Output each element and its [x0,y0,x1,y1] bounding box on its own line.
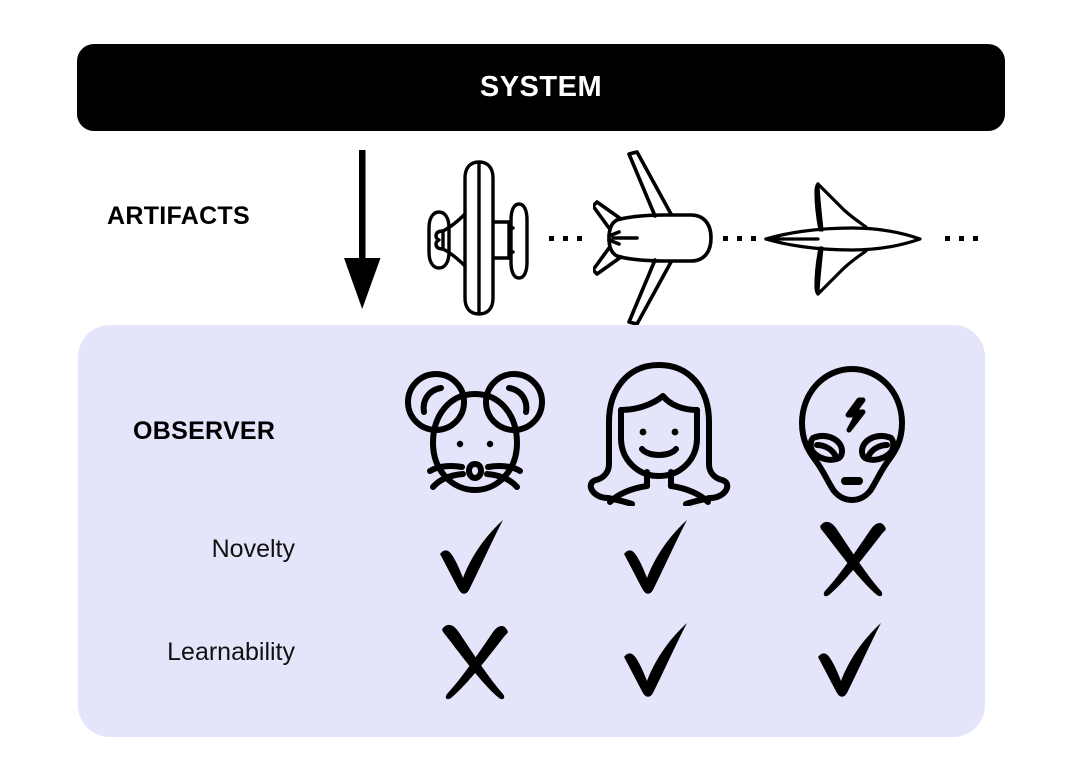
cell-novelty-alien [811,515,895,599]
ellipsis-artifacts-3 [945,236,978,241]
ellipsis-dot [563,236,568,241]
ellipsis-dot [737,236,742,241]
mouse-face-icon [402,364,548,504]
cell-novelty-human [617,515,701,599]
cell-learnability-alien [811,618,895,702]
woman-face-icon [580,360,738,507]
artifacts-label: ARTIFACTS [107,202,250,230]
cell-learnability-human [617,618,701,702]
system-banner: SYSTEM [77,44,1005,131]
alien-face-icon [793,364,911,504]
ellipsis-dot [549,236,554,241]
ellipsis-dot [945,236,950,241]
cell-learnability-mouse [433,618,517,702]
jet-airliner-icon [591,148,717,328]
propeller-plane-icon [423,152,545,324]
ellipsis-dot [751,236,756,241]
ellipsis-dot [577,236,582,241]
observer-label: OBSERVER [133,417,276,445]
ellipsis-dot [973,236,978,241]
ellipsis-artifacts-2 [723,236,756,241]
down-arrow-icon [330,148,394,313]
cell-novelty-mouse [433,515,517,599]
supersonic-delta-jet-icon [760,178,938,300]
ellipsis-artifacts-1 [549,236,582,241]
row-label-learnability: Learnability [167,638,295,666]
ellipsis-dot [723,236,728,241]
row-label-novelty: Novelty [211,535,295,563]
system-banner-label: SYSTEM [479,71,603,103]
ellipsis-dot [959,236,964,241]
